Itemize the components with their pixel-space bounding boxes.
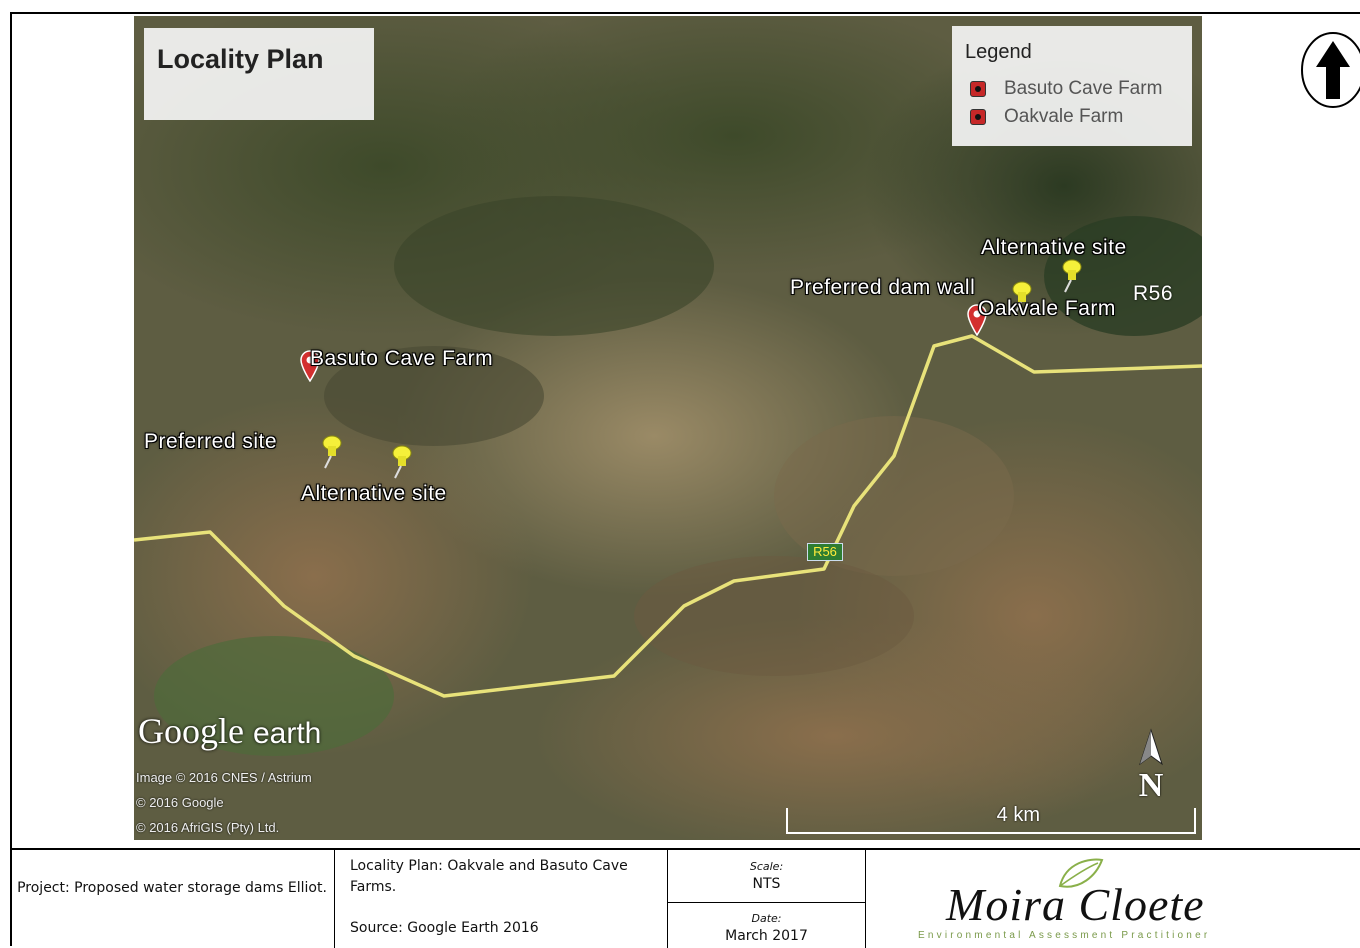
scale-heading: Scale: [749, 860, 784, 873]
alternative-site-west-pin-icon[interactable] [386, 444, 414, 480]
label-alternative-site-east: Alternative site [981, 236, 1127, 259]
label-basuto-cave-farm: Basuto Cave Farm [310, 347, 494, 370]
logo-subtitle: Environmental Assessment Practitioner [918, 930, 1211, 941]
google-earth-logo: Google earth [138, 711, 322, 751]
satellite-map[interactable]: Locality Plan Legend Basuto Cave Farm Oa… [134, 16, 1202, 840]
legend-item-oakvale: Oakvale Farm [970, 106, 1123, 128]
logo-name: Moira Cloete [946, 879, 1205, 930]
plan-title: Locality Plan: Oakvale and Basuto Cave F… [350, 858, 628, 895]
credit-google: © 2016 Google [136, 795, 224, 810]
legend: Legend Basuto Cave Farm Oakvale Farm [952, 26, 1192, 146]
alternative-site-east-pin-icon[interactable] [1056, 258, 1084, 294]
scale-value: NTS [752, 876, 781, 892]
source-text: Source: Google Earth 2016 [350, 920, 539, 936]
project-text: Project: Proposed water storage dams Ell… [17, 880, 327, 896]
north-letter: N [1138, 767, 1164, 804]
scale-bar: 4 km [786, 804, 1196, 834]
map-title-box: Locality Plan [144, 28, 374, 120]
scale-bar-label: 4 km [996, 804, 1040, 826]
credit-afrigis: © 2016 AfriGIS (Pty) Ltd. [136, 820, 280, 835]
title-block: Project: Proposed water storage dams Ell… [10, 848, 1360, 948]
north-arrow-icon [1139, 728, 1163, 766]
terrain-image [134, 16, 1202, 840]
label-preferred-dam-wall: Preferred dam wall [790, 276, 976, 299]
leaf-icon [1058, 858, 1104, 888]
label-alternative-site-west: Alternative site [301, 482, 447, 505]
logo-cell: Moira Cloete Environmental Assessment Pr… [866, 850, 1360, 948]
label-oakvale-farm: Oakvale Farm [978, 297, 1116, 320]
basuto-cave-marker-icon[interactable] [300, 350, 320, 382]
date-value: March 2017 [725, 928, 808, 944]
credit-imagery: Image © 2016 CNES / Astrium [136, 770, 312, 785]
oakvale-marker-icon[interactable] [967, 304, 987, 336]
marker-icon [970, 81, 986, 97]
project-cell: Project: Proposed water storage dams Ell… [10, 850, 335, 948]
north-arrow-icon [1301, 32, 1360, 108]
page-frame [10, 12, 1360, 946]
divider [668, 902, 865, 903]
legend-title: Legend [965, 41, 1032, 63]
map-north-indicator: N [1136, 728, 1166, 804]
date-heading: Date: [751, 912, 782, 925]
preferred-site-pin-icon[interactable] [316, 434, 344, 470]
preferred-dam-wall-pin-icon[interactable] [1006, 280, 1034, 316]
legend-item-basuto: Basuto Cave Farm [970, 78, 1162, 100]
road-shield-r56: R56 [807, 543, 843, 561]
label-preferred-site: Preferred site [144, 430, 278, 453]
marker-icon [970, 109, 986, 125]
plan-cell: Locality Plan: Oakvale and Basuto Cave F… [335, 850, 668, 948]
scale-date-cell: Scale: NTS Date: March 2017 [668, 850, 866, 948]
map-title: Locality Plan [157, 44, 324, 74]
label-r56: R56 [1133, 282, 1174, 305]
